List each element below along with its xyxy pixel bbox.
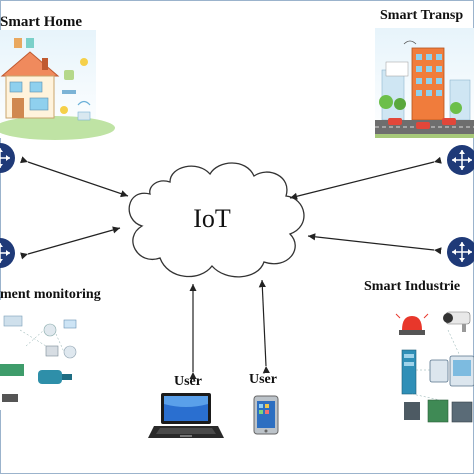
iot-cloud — [128, 162, 305, 278]
user-label-phone: User — [249, 372, 277, 387]
user-label-laptop: User — [174, 374, 202, 389]
environment-monitoring-illustration — [0, 300, 90, 410]
connector-node-bottom-left — [0, 238, 15, 268]
smart-transport-illustration — [375, 28, 474, 138]
camera-icon — [443, 311, 471, 332]
arrow-transport-iot — [289, 156, 442, 200]
sensor-icon — [3, 315, 77, 359]
smart-transport-label: Smart Transp — [380, 8, 464, 23]
connection-arrows — [20, 156, 442, 380]
smart-industries-illustration — [395, 311, 474, 423]
smart-industries-label: Smart Industrie — [364, 279, 461, 294]
smart-home-label: Smart Home — [0, 14, 83, 30]
connector-node-bottom-right — [447, 237, 474, 267]
laptop-icon — [148, 393, 224, 438]
smart-home-illustration — [0, 30, 115, 140]
iot-label: IoT — [193, 204, 231, 233]
motor-icon — [38, 370, 72, 384]
connector-node-top-left — [0, 143, 15, 173]
phone-icon — [253, 395, 279, 435]
arrow-home-iot — [20, 156, 129, 198]
alarm-icon — [395, 313, 429, 335]
connector-node-top-right — [447, 145, 474, 175]
arrow-env-iot — [20, 226, 121, 260]
arrow-user2-iot — [258, 279, 270, 374]
arrow-industries-iot — [307, 233, 442, 255]
house-icon — [0, 51, 60, 119]
environment-monitoring-label: ment monitoring — [0, 287, 101, 302]
